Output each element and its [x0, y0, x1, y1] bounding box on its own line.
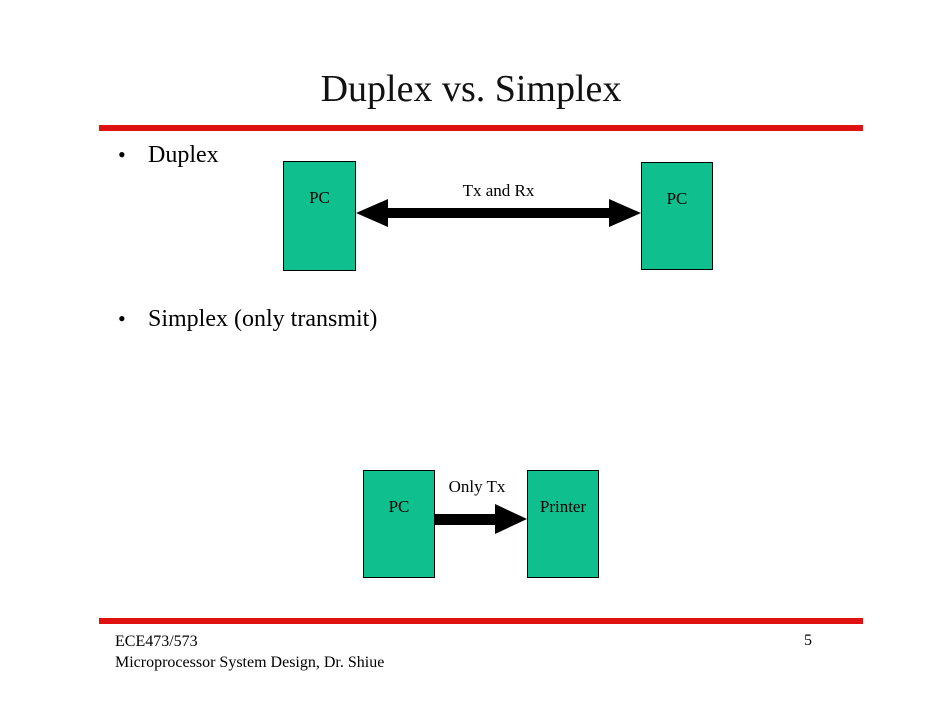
footer: ECE473/573 Microprocessor System Design,…: [115, 631, 384, 673]
bullet-glyph: •: [118, 306, 126, 331]
duplex-left-pc-label: PC: [309, 188, 330, 207]
duplex-left-pc-box: PC: [283, 161, 356, 271]
right-arrow: [435, 504, 527, 534]
simplex-pc-box: PC: [363, 470, 435, 578]
bullet-item-simplex: • Simplex (only transmit): [118, 305, 377, 333]
duplex-link-label: Tx and Rx: [462, 181, 535, 200]
page-number: 5: [804, 632, 812, 649]
title-divider-line: [99, 125, 863, 131]
double-headed-arrow: [356, 199, 641, 227]
footer-course-code: ECE473/573: [115, 633, 198, 650]
bullet-duplex-label: Duplex: [148, 142, 219, 168]
bullet-glyph: •: [118, 142, 126, 167]
duplex-right-pc-box: PC: [641, 162, 713, 270]
simplex-link-label: Only Tx: [448, 477, 506, 496]
slide-title: Duplex vs. Simplex: [320, 68, 622, 110]
simplex-printer-label: Printer: [539, 497, 587, 516]
bullet-simplex-label: Simplex (only transmit): [148, 306, 378, 332]
footer-divider-line: [99, 618, 863, 624]
simplex-printer-box: Printer: [527, 470, 599, 578]
bullet-item-duplex: • Duplex: [118, 141, 219, 169]
simplex-pc-label: PC: [388, 497, 410, 516]
footer-course-name: Microprocessor System Design, Dr. Shiue: [115, 654, 385, 671]
duplex-right-pc-label: PC: [666, 189, 688, 208]
